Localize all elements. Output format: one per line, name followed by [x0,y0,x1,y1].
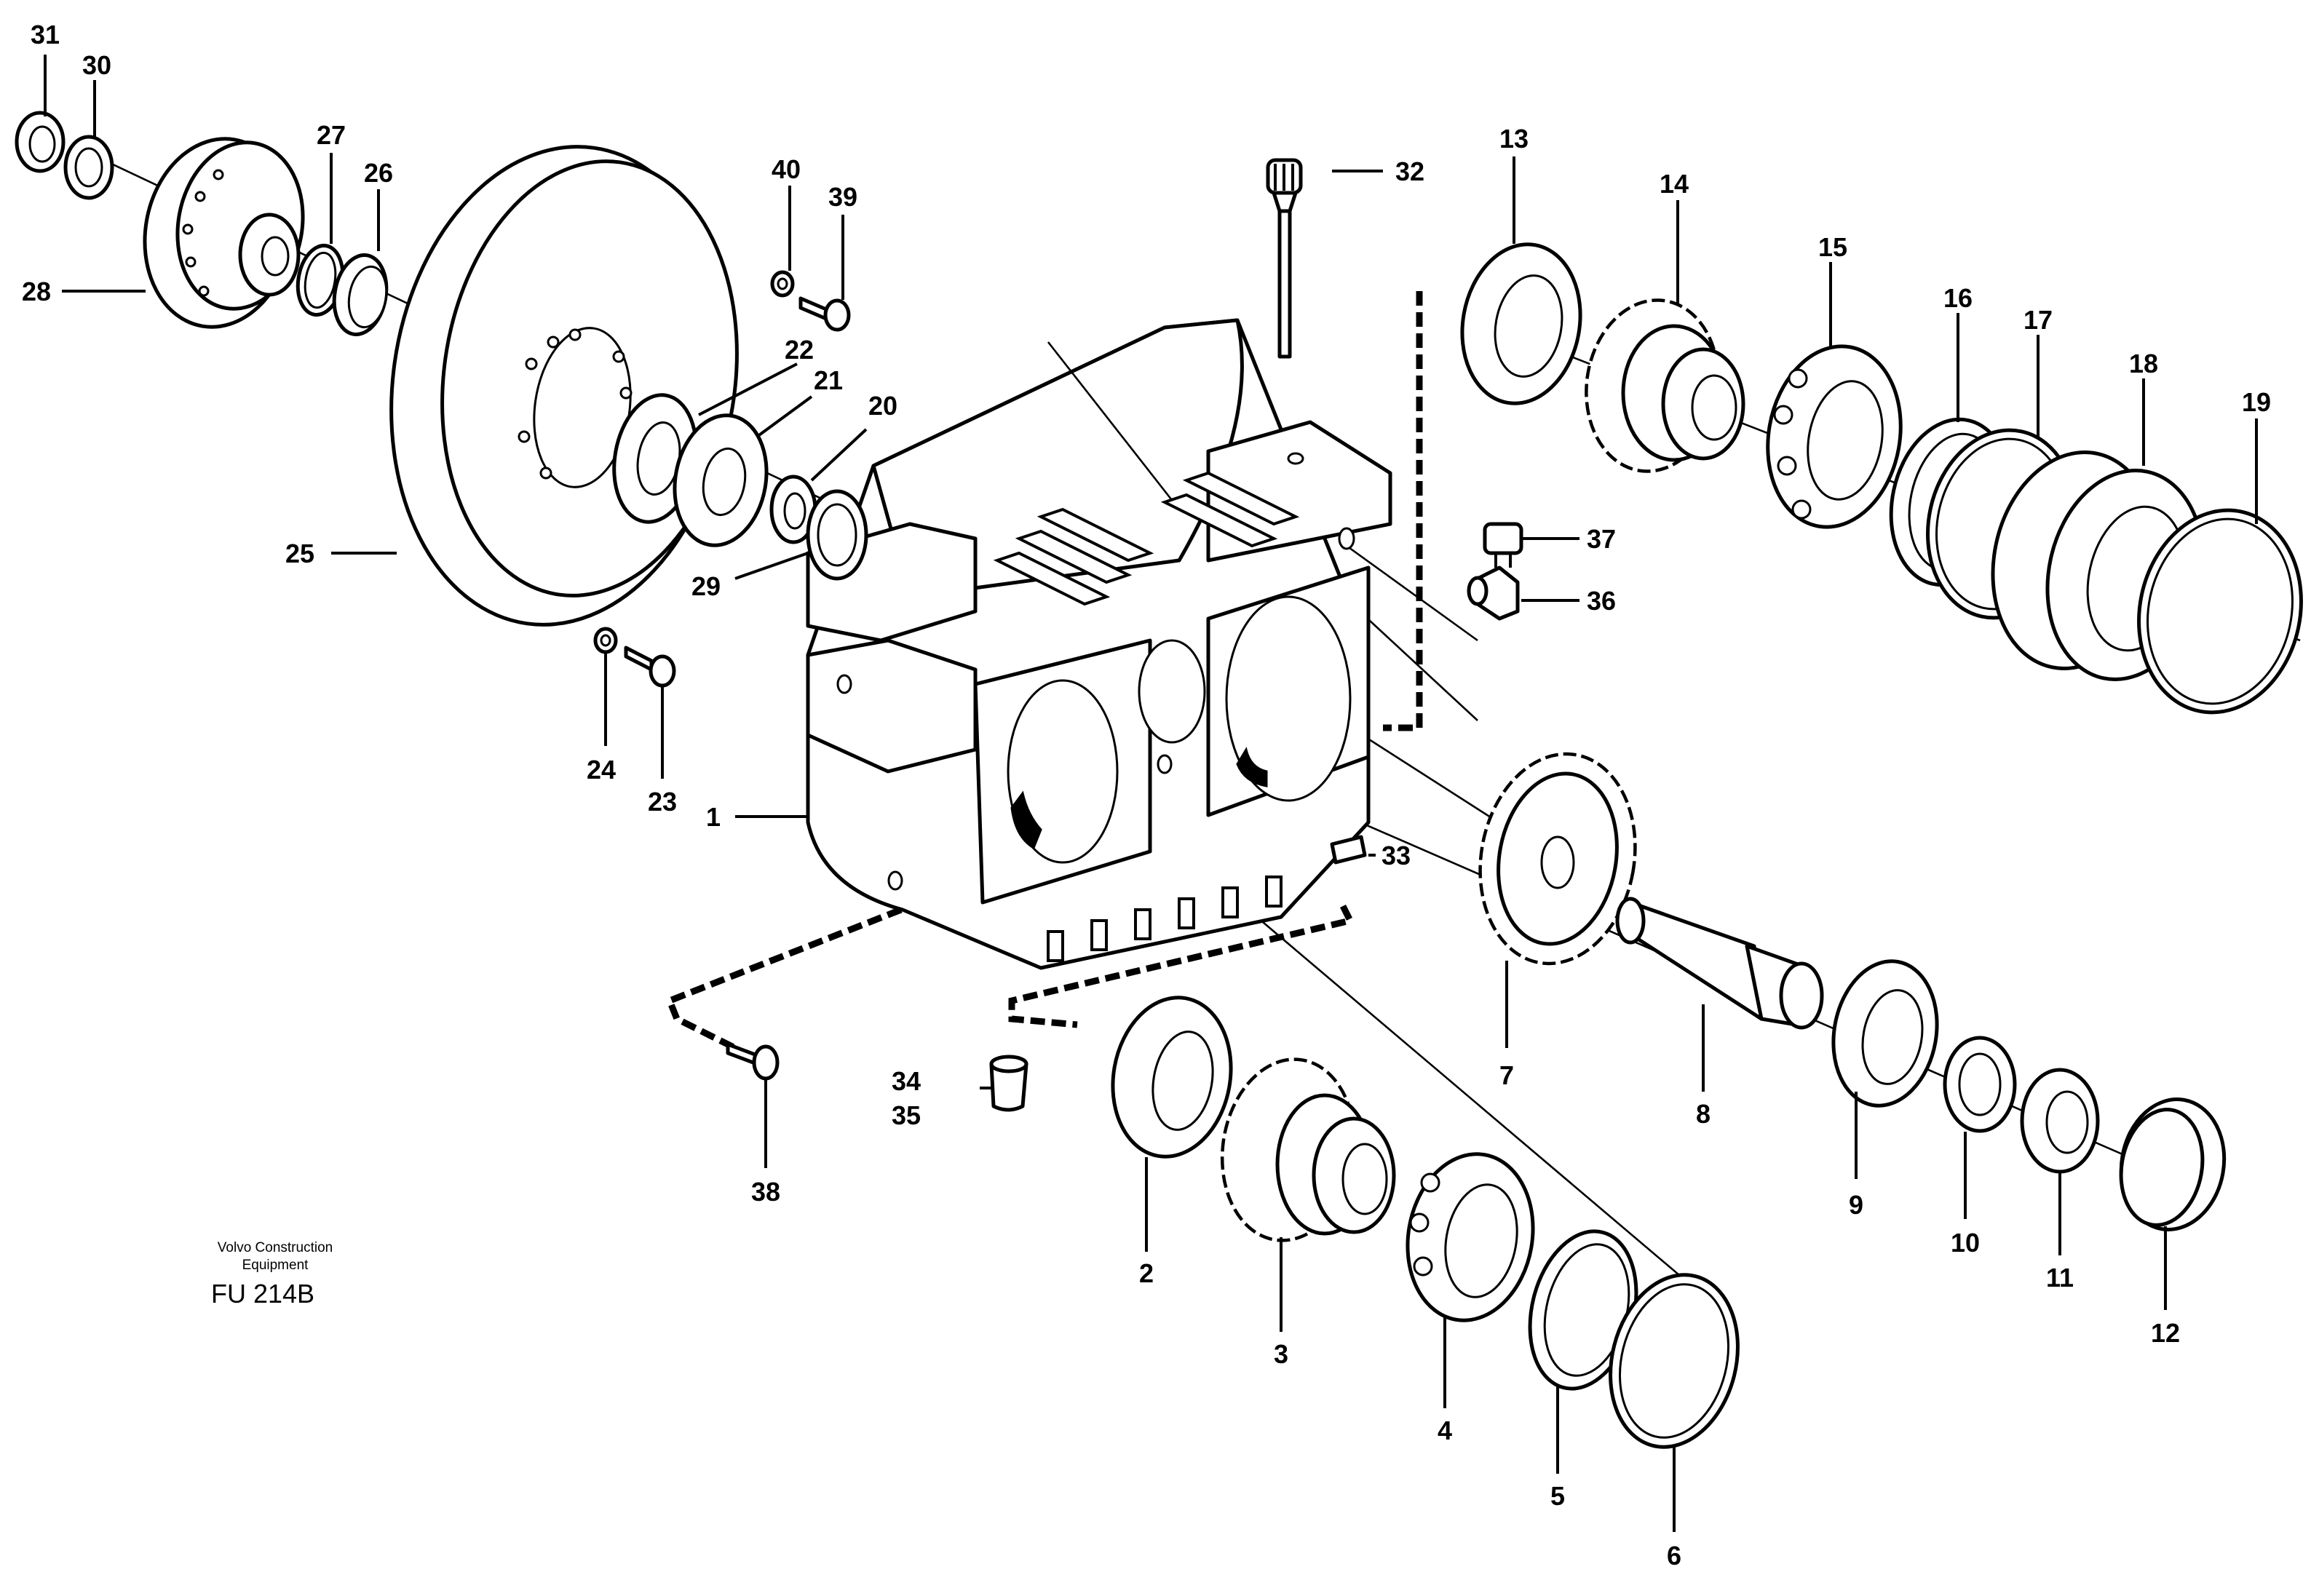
callout-12: 12 [2151,1318,2180,1348]
bearing-13 [1460,242,1582,405]
leader-lines [44,55,2258,1532]
seal-20 [769,475,817,544]
shaft-8 [1615,897,1824,1030]
callout-7: 7 [1499,1060,1514,1090]
nut-11 [2020,1068,2100,1174]
callout-32: 32 [1395,156,1424,186]
breather-37-36 [1467,522,1523,621]
callout-20: 20 [868,391,897,421]
callout-30: 30 [82,50,111,80]
callout-1: 1 [706,802,721,832]
callout-18: 18 [2129,349,2158,378]
callout-19: 19 [2242,387,2271,417]
callout-31: 31 [31,20,60,49]
plug-33 [1330,835,1367,865]
washer-24-screw-23 [593,627,676,688]
caption-company-line1: Volvo Construction [218,1240,333,1255]
dipstick-32 [1266,158,1303,359]
callout-22: 22 [785,335,814,365]
callout-15: 15 [1818,232,1847,262]
callout-2: 2 [1139,1258,1154,1288]
callout-13: 13 [1499,124,1529,154]
gear-7 [1478,752,1637,966]
snap-ring-19 [2137,508,2303,715]
snap-ring-6 [1609,1273,1740,1449]
figure-code: FU 214B [211,1279,314,1309]
gear-14 [1585,298,1745,473]
cap-12 [2119,1097,2227,1231]
callout-24: 24 [587,755,616,785]
lock-washer-10 [1943,1036,2017,1133]
gearbox-housing [806,318,1392,970]
callout-5: 5 [1550,1481,1565,1511]
coupling-flange [143,137,305,329]
callout-16: 16 [1943,283,1973,313]
ring-29 [806,489,868,581]
roller-bearing-4 [1406,1152,1535,1322]
bearing-9 [1831,959,1939,1108]
callout-34: 34 [892,1066,921,1096]
callout-28: 28 [22,277,51,306]
nut-31 [15,111,66,173]
callout-39: 39 [828,182,857,212]
callout-21: 21 [814,365,843,395]
callout-11: 11 [2046,1263,2074,1293]
callout-9: 9 [1849,1190,1863,1220]
callout-17: 17 [2023,305,2053,335]
callout-33: 33 [1382,841,1411,870]
callout-4: 4 [1438,1416,1452,1445]
bearing-2 [1111,996,1233,1159]
plug-34-35 [989,1055,1028,1112]
o-ring-27 [296,243,345,317]
screw-38 [726,1042,780,1081]
callout-37: 37 [1587,524,1616,554]
callout-25: 25 [285,539,314,568]
lock-washer-30 [63,135,114,200]
callout-29: 29 [691,571,721,601]
sleeve-26 [332,253,389,337]
callout-10: 10 [1951,1228,1980,1258]
callout-23: 23 [648,787,677,817]
brake-drum [389,145,739,627]
caption-company-line2: Equipment [242,1258,309,1273]
bearing-21 [673,413,769,547]
washer-40-screw-39 [770,270,851,332]
callout-8: 8 [1696,1099,1711,1129]
callout-3: 3 [1274,1339,1288,1369]
callout-14: 14 [1660,169,1689,199]
callout-27: 27 [317,120,346,150]
callout-35: 35 [892,1100,921,1130]
callout-38: 38 [751,1177,780,1207]
callout-26: 26 [364,158,393,188]
roller-bearing-15 [1766,344,1903,529]
callout-40: 40 [772,154,801,184]
callout-36: 36 [1587,586,1616,616]
caption-block: Volvo Construction Equipment FU 214B [211,1240,333,1309]
callout-labels: 31 30 27 26 28 40 39 22 21 20 29 25 24 2… [22,20,2271,1571]
callout-6: 6 [1667,1541,1681,1571]
gear-3 [1220,1057,1396,1242]
